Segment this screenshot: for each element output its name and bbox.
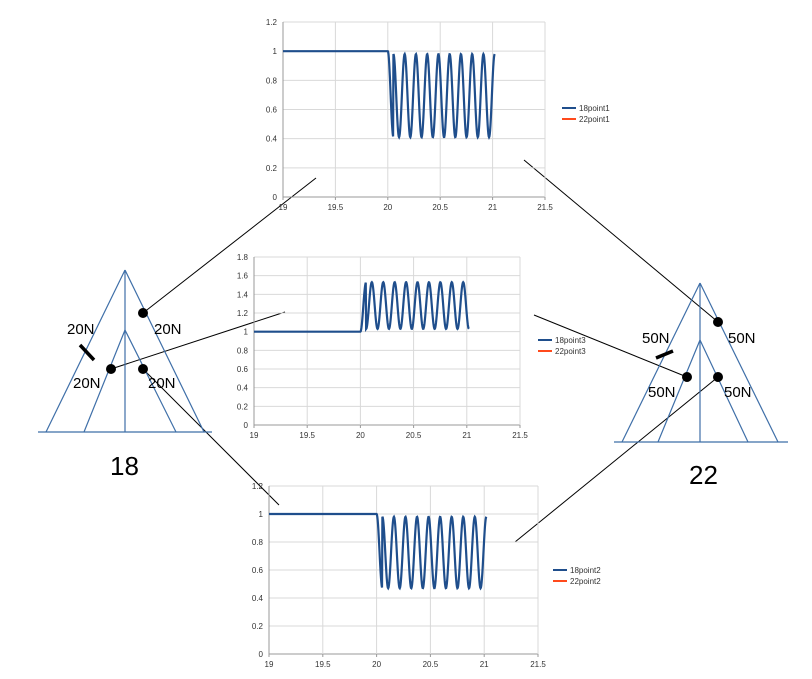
y-tick-label: 1.2 <box>266 18 278 27</box>
truss-22-title: 22 <box>689 460 718 490</box>
truss-22-inner-right <box>699 339 749 443</box>
y-tick-label: 0.6 <box>252 566 264 575</box>
truss-18-outer-right <box>124 269 205 433</box>
truss-18-load-label-1: 20N <box>67 321 95 338</box>
y-tick-label: 0 <box>259 650 264 659</box>
y-tick-label: 0.2 <box>266 164 278 173</box>
truss-22 <box>614 282 788 443</box>
truss-22-node-top <box>713 317 723 327</box>
y-tick-label: 0.4 <box>252 594 264 603</box>
truss-22-node-bottom <box>713 372 723 382</box>
y-tick-label: 1 <box>273 47 278 56</box>
legend-label: 18point3 <box>555 336 586 345</box>
x-tick-label: 19.5 <box>299 431 315 440</box>
truss-22-cut-mark <box>655 349 674 360</box>
y-tick-label: 0 <box>244 421 249 430</box>
x-tick-label: 20 <box>356 431 365 440</box>
truss-22-outer-right <box>699 282 779 443</box>
x-tick-label: 21.5 <box>512 431 528 440</box>
chart-point3: 0 0.2 0.4 0.6 0.8 1 1.2 1.4 1.6 1.8 19 19.5 20 20.5 21… <box>237 253 586 440</box>
connector-22-top-to-chart1 <box>523 159 719 323</box>
truss-18-node-top <box>138 308 148 318</box>
y-tick-label: 0 <box>273 193 278 202</box>
truss-22-markers <box>655 317 723 382</box>
truss-18-title: 18 <box>110 451 139 481</box>
truss-22-load-label-4: 50N <box>724 384 752 401</box>
x-tick-label: 21 <box>480 660 489 669</box>
y-tick-label: 1 <box>259 510 264 519</box>
chart-point2: 0 0.2 0.4 0.6 0.8 1 1.2 19 19.5 20 20.5 21 21.5 18poi… <box>252 482 601 669</box>
x-tick-label: 21 <box>488 203 497 212</box>
y-tick-label: 1.4 <box>237 290 249 299</box>
truss-18-load-label-4: 20N <box>148 375 176 392</box>
connector-18-mid-to-chart3 <box>110 311 286 370</box>
legend-label: 22point2 <box>570 577 601 586</box>
truss-22-node-mid <box>682 372 692 382</box>
truss-22-load-label-3: 50N <box>648 384 676 401</box>
legend-label: 22point1 <box>579 115 610 124</box>
legend-label: 18point1 <box>579 104 610 113</box>
connector-lines <box>110 159 719 543</box>
y-tick-label: 0.2 <box>252 622 264 631</box>
x-tick-label: 20.5 <box>406 431 422 440</box>
connector-22-mid-to-chart3 <box>533 314 688 378</box>
x-tick-label: 21 <box>462 431 471 440</box>
y-tick-label: 0.8 <box>252 538 264 547</box>
x-tick-label: 19 <box>265 660 274 669</box>
y-tick-label: 1.6 <box>237 272 249 281</box>
x-tick-label: 20.5 <box>423 660 439 669</box>
truss-18-node-mid <box>106 364 116 374</box>
x-tick-label: 21.5 <box>537 203 553 212</box>
truss-18-inner-left <box>83 329 126 433</box>
legend-label: 22point3 <box>555 347 586 356</box>
y-tick-label: 0.4 <box>266 135 278 144</box>
y-tick-label: 0.4 <box>237 384 249 393</box>
legend-label: 18point2 <box>570 566 601 575</box>
y-tick-label: 1.8 <box>237 253 249 262</box>
x-tick-label: 20 <box>383 203 392 212</box>
chart-point1: 0 0.2 0.4 0.6 0.8 1 1.2 19 19.5 20 20.5 21 21.5 18poi… <box>266 18 610 212</box>
truss-22-load-label-2: 50N <box>728 330 756 347</box>
x-tick-label: 19 <box>250 431 259 440</box>
x-tick-label: 20.5 <box>432 203 448 212</box>
y-tick-label: 0.8 <box>237 346 249 355</box>
y-tick-label: 0.6 <box>266 106 278 115</box>
truss-18-load-label-2: 20N <box>154 321 182 338</box>
series-line-18point2 <box>269 512 488 591</box>
truss-22-inner-left <box>657 339 701 443</box>
y-tick-label: 1.2 <box>252 482 264 491</box>
x-tick-label: 20 <box>372 660 381 669</box>
y-tick-label: 0.2 <box>237 402 249 411</box>
truss-18-node-bottom <box>138 364 148 374</box>
y-tick-label: 0.6 <box>237 365 249 374</box>
x-tick-label: 19 <box>279 203 288 212</box>
x-tick-label: 21.5 <box>530 660 546 669</box>
truss-22-load-label-1: 50N <box>642 330 670 347</box>
truss-18-markers <box>78 308 148 374</box>
truss-18-load-label-3: 20N <box>73 375 101 392</box>
truss-18-inner-right <box>124 329 177 433</box>
truss-18 <box>38 269 212 433</box>
series-line-18point1 <box>283 50 496 140</box>
truss-18-cut-mark <box>78 343 96 362</box>
truss-22-outer-left <box>621 282 701 443</box>
y-tick-label: 1 <box>244 328 249 337</box>
y-tick-label: 0.8 <box>266 76 278 85</box>
y-tick-label: 1.2 <box>237 309 249 318</box>
series-line-18point3 <box>254 280 470 333</box>
connector-18-top-to-chart1 <box>142 177 317 314</box>
connector-22-bottom-to-chart2 <box>514 376 719 543</box>
x-tick-label: 19.5 <box>315 660 331 669</box>
connector-18-bottom-to-chart2 <box>142 368 280 506</box>
x-tick-label: 19.5 <box>328 203 344 212</box>
